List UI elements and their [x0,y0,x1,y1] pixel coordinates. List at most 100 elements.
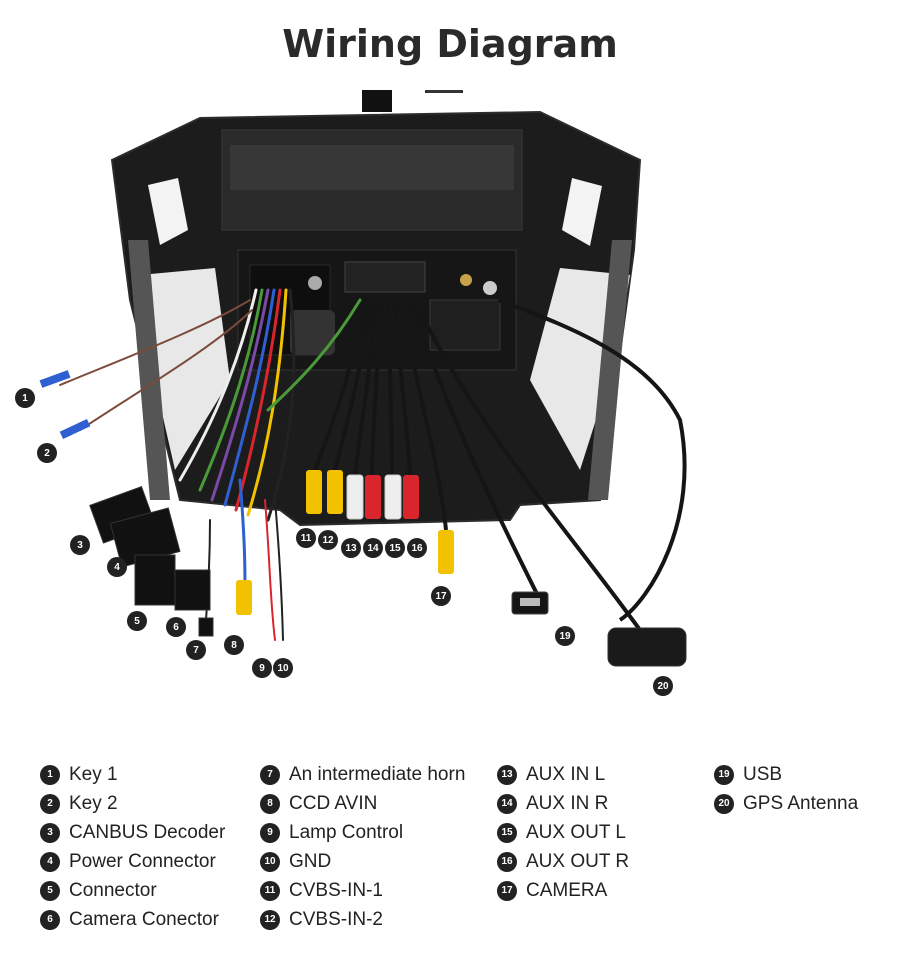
legend-item: 7 An intermediate horn [260,760,465,789]
legend-label: AUX OUT L [526,821,626,843]
legend-number-badge: 15 [497,822,517,843]
page-title: Wiring Diagram [282,22,618,66]
legend-item: 12 CVBS-IN-2 [260,905,465,934]
callout-badge: 17 [431,586,451,606]
legend-label: Key 2 [69,792,118,814]
callout-badge: 2 [37,443,57,463]
legend-column-4: 19 USB 20 GPS Antenna [714,760,858,818]
legend-item: 20 GPS Antenna [714,789,858,818]
right-vent-opening [562,178,602,246]
camera-rca [438,530,454,574]
head-unit-wiring-illustration [39,90,687,667]
title-underline [425,90,463,93]
legend-item: 19 USB [714,760,858,789]
legend-item: 3 CANBUS Decoder [40,818,225,847]
legend-label: GND [289,850,332,872]
top-mount-tab [362,90,392,112]
legend-label: CVBS-IN-2 [289,908,383,930]
legend-label: Power Connector [69,850,216,872]
callout-badge: 3 [70,535,90,555]
callout-badge: 13 [341,538,361,558]
legend-number-badge: 8 [260,793,280,814]
callout-badge: 12 [318,530,338,550]
legend-item: 11 CVBS-IN-1 [260,876,465,905]
legend-item: 1 Key 1 [40,760,225,789]
legend-number-badge: 7 [260,764,280,785]
legend-item: 8 CCD AVIN [260,789,465,818]
callout-badge: 4 [107,557,127,577]
heat-sink [429,299,501,351]
legend-label: USB [743,763,783,785]
callout-badge: 6 [166,617,186,637]
cooling-fan [290,310,335,355]
callout-badge: 19 [555,626,575,646]
legend-number-badge: 10 [260,851,280,872]
camera-connector-block [174,569,211,611]
legend-column-2: 7 An intermediate horn 8 CCD AVIN 9 Lamp Cont… [260,760,465,934]
legend-number-badge: 2 [40,793,60,814]
legend-label: CCD AVIN [289,792,378,814]
legend-number-badge: 5 [40,880,60,901]
legend-label: Connector [69,879,157,901]
legend-item: 17 CAMERA [497,876,629,905]
legend-label: AUX IN R [526,792,609,814]
callout-badge: 20 [653,676,673,696]
legend-number-badge: 13 [497,764,517,785]
legend-label: An intermediate horn [289,763,466,785]
antenna-port [483,281,497,295]
legend-label: CAMERA [526,879,608,901]
callout-badge: 14 [363,538,383,558]
av-port [344,261,426,293]
legend-number-badge: 19 [714,764,734,785]
legend-item: 9 Lamp Control [260,818,465,847]
legend-number-badge: 1 [40,764,60,785]
legend-item: 2 Key 2 [40,789,225,818]
legend-label: Camera Conector [69,908,219,930]
callout-badge: 8 [224,635,244,655]
legend-number-badge: 17 [497,880,517,901]
left-vent-opening [148,178,188,245]
left-chrome-trim [128,240,170,500]
legend-number-badge: 20 [714,793,734,814]
legend-item: 6 Camera Conector [40,905,225,934]
legend-item: 10 GND [260,847,465,876]
gps-antenna [607,627,687,667]
left-cutout [140,268,230,470]
legend-number-badge: 6 [40,909,60,930]
legend-item: 15 AUX OUT L [497,818,629,847]
connector-block [134,554,176,606]
gps-port [460,274,472,286]
ccd-avin-rca [236,580,252,615]
legend-label: AUX IN L [526,763,606,785]
legend-label: CANBUS Decoder [69,821,226,843]
rca-cable-bundle [313,298,687,632]
legend-number-badge: 14 [497,793,517,814]
legend-number-badge: 3 [40,822,60,843]
callout-badge: 15 [385,538,405,558]
legend-label: AUX OUT R [526,850,630,872]
legend-label: Key 1 [69,763,118,785]
legend-label: CVBS-IN-1 [289,879,383,901]
harness-connectors [89,485,214,637]
callout-badge: 16 [407,538,427,558]
legend-number-badge: 12 [260,909,280,930]
callout-badge: 5 [127,611,147,631]
callout-badge: 1 [15,388,35,408]
key2-connector [59,419,91,439]
legend-number-badge: 9 [260,822,280,843]
key1-connector [39,370,71,388]
callout-badge: 9 [252,658,272,678]
callout-badge: 10 [273,658,293,678]
legend-item: 14 AUX IN R [497,789,629,818]
legend-label: GPS Antenna [743,792,859,814]
legend-item: 13 AUX IN L [497,760,629,789]
legend-number-badge: 11 [260,880,280,901]
legend-label: Lamp Control [289,821,404,843]
right-chrome-trim [588,240,632,500]
callout-badge: 7 [186,640,206,660]
